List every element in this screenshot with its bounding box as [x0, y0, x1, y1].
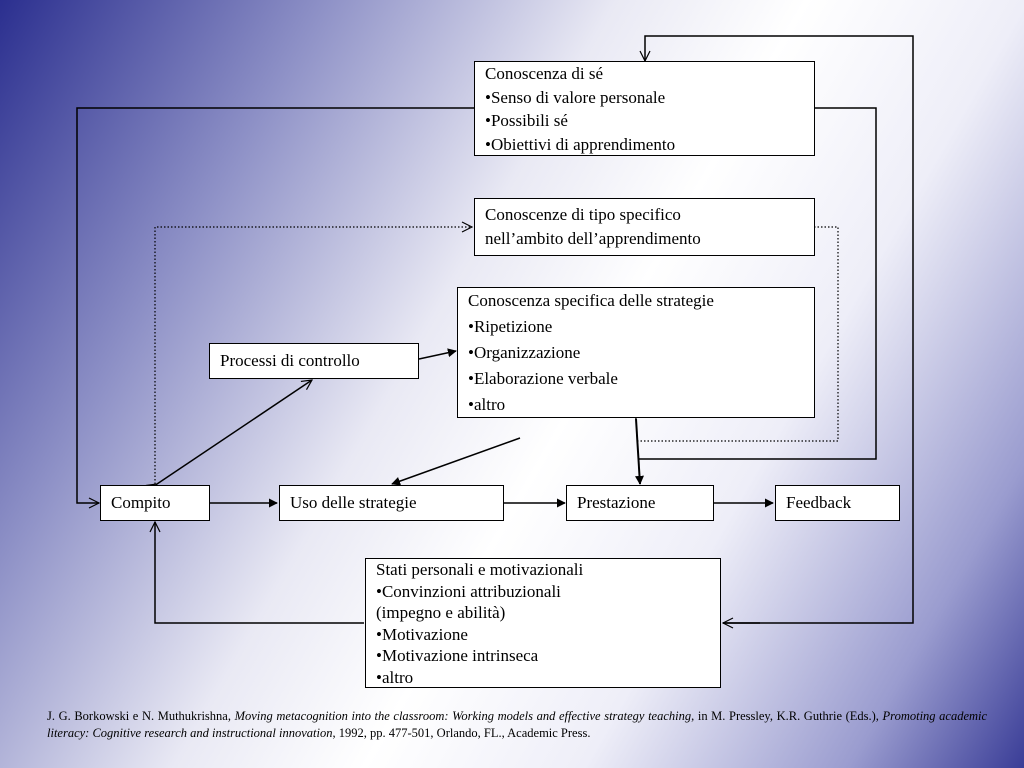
dotted-line-specific-knowledge-to-performance [638, 226, 839, 442]
specific-knowledge-line: nell’ambito dell’apprendimento [485, 229, 701, 248]
task-box: Compito [100, 485, 210, 521]
personal-states-item: •Convinzioni attribuzionali [376, 581, 561, 601]
personal-states-item: •Motivazione intrinseca [376, 646, 539, 665]
performance-label: Prestazione [577, 493, 656, 512]
strategy-knowledge-title: Conoscenza specifica delle strategie [468, 291, 714, 310]
arrow-task-control-processes [157, 380, 312, 484]
strategy-knowledge-item: •Ripetizione [468, 317, 553, 336]
task-label: Compito [111, 493, 171, 512]
control-processes-box: Processi di controllo [209, 343, 419, 379]
self-knowledge-box: Conoscenza di sé •Senso di valore person… [474, 61, 815, 156]
feedback-box: Feedback [775, 485, 900, 521]
arrow-self-knowledge-to-task [76, 107, 474, 503]
strategy-knowledge-box: Conoscenza specifica delle strategie •Ri… [457, 287, 815, 418]
strategy-use-box: Uso delle strategie [279, 485, 504, 521]
strategy-knowledge-item: •Elaborazione verbale [468, 369, 618, 388]
personal-states-title: Stati personali e motivazionali [376, 560, 584, 579]
self-knowledge-item: •Possibili sé [485, 111, 568, 130]
self-knowledge-item: •Obiettivi di apprendimento [485, 134, 676, 154]
personal-states-item: •Motivazione [376, 624, 468, 644]
arrow-loop-to-self-knowledge [645, 35, 914, 624]
performance-box: Prestazione [566, 485, 714, 521]
feedback-label: Feedback [786, 493, 852, 512]
specific-knowledge-line: Conoscenze di tipo specifico [485, 205, 681, 224]
citation-editors: , in M. Pressley, K.R. Guthrie (Eds.), [691, 709, 879, 723]
strategy-knowledge-item: •altro [468, 395, 506, 414]
self-knowledge-title: Conoscenza di sé [485, 64, 604, 83]
specific-knowledge-box: Conoscenze di tipo specifico nell’ambito… [474, 198, 815, 256]
arrow-to-strategy-use [391, 437, 521, 486]
citation-details: , 1992, pp. 477-501, Orlando, FL., Acade… [332, 726, 591, 740]
line-self-knowledge-to-performance [638, 107, 877, 460]
citation-chapter-title: Moving metacognition into the classroom:… [234, 709, 692, 723]
citation-authors: J. G. Borkowski e N. Muthukrishna, [47, 709, 231, 723]
self-knowledge-item: •Senso di valore personale [485, 87, 666, 107]
arrow-control-to-strategy-knowledge [418, 348, 457, 360]
citation: J. G. Borkowski e N. Muthukrishna, Movin… [47, 708, 987, 742]
personal-states-item: (impegno e abilità) [376, 603, 506, 622]
arrow-strategy-knowledge-performance [631, 410, 644, 485]
control-processes-label: Processi di controllo [220, 351, 360, 370]
personal-states-item: •altro [376, 667, 414, 687]
dotted-arrow-task-to-specific-knowledge [154, 227, 472, 484]
citation-book-title: Promoting academic literacy: Cognitive r… [47, 709, 988, 740]
strategy-use-label: Uso delle strategie [290, 493, 417, 512]
arrow-personal-states-to-task [155, 522, 364, 624]
personal-states-box: Stati personali e motivazionali •Convinz… [365, 558, 721, 688]
strategy-knowledge-item: •Organizzazione [468, 343, 581, 362]
